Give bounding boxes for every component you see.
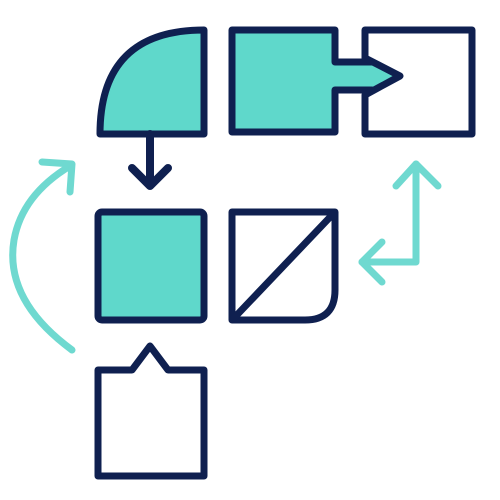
curved-arrow-head xyxy=(38,158,76,196)
curved-cycle-arrow xyxy=(9,162,76,354)
target-square-tile xyxy=(361,26,476,138)
diagonal-divider-line xyxy=(230,210,337,322)
quarter-circle-tile xyxy=(96,26,208,138)
elbow-arrow-head-up xyxy=(392,160,442,190)
elbow-return-arrow xyxy=(358,160,420,266)
filled-square-tile xyxy=(94,208,208,324)
elbow-arrow-head-left xyxy=(358,238,386,286)
notched-square-tile xyxy=(94,342,208,480)
down-arrow-connector xyxy=(128,130,172,190)
